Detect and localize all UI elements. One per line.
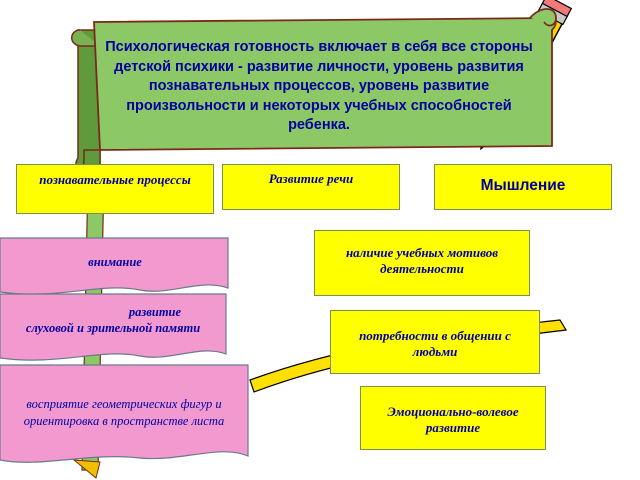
box-communication-needs: потребности в общении с людьми (330, 310, 540, 374)
box-speech-label: Развитие речи (268, 171, 354, 186)
box-learning-motives: наличие учебных мотивов деятельности (314, 230, 530, 296)
box-emotional-label: Эмоционально-волевое развитие (387, 404, 519, 435)
pink-perception-text: восприятие геометрических фигур и ориент… (23, 397, 225, 428)
box-thinking: Мышление (434, 164, 612, 210)
box-emotional-volitional: Эмоционально-волевое развитие (360, 386, 546, 450)
box-thinking-label: Мышление (480, 177, 566, 194)
pink-memory-text-line1: развитие (128, 305, 182, 319)
pink-attention-text: внимание (88, 255, 142, 269)
box-motives-label: наличие учебных мотивов деятельности (345, 245, 499, 276)
box-cognitive-processes: познавательные процессы (16, 164, 214, 214)
scroll-header-text: Психологическая готовность включает в се… (105, 39, 533, 133)
box-cognitive-label: познавательные процессы (39, 172, 191, 187)
pink-notes (0, 237, 249, 463)
box-speech-development: Развитие речи (222, 164, 400, 210)
pink-memory-text-line2: слуховой и зрительной памяти (25, 321, 201, 335)
box-communication-label: потребности в общении с людьми (359, 328, 511, 359)
